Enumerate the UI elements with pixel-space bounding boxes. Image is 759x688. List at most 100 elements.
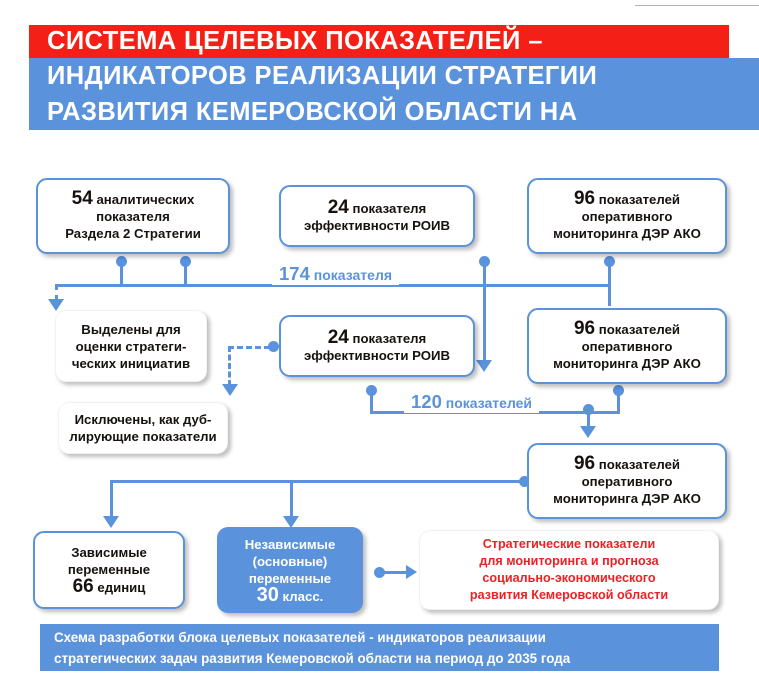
node-96-operational-monitoring-top[interactable]: 96 показателей оперативного мониторинга … xyxy=(527,178,727,254)
connector-bar-174-to-left xyxy=(56,284,122,287)
node-96-mid-label-1: показателей xyxy=(595,322,681,337)
connector-dot-96-bottom-left xyxy=(519,476,530,487)
arrow-down-to-96-bottom xyxy=(580,426,596,438)
node-96-bottom-label-3: мониторинга ДЭР АКО xyxy=(553,491,701,506)
connector-label-174-number: 174 xyxy=(279,263,310,284)
node-highlighted-for-strategic-initiatives[interactable]: Выделены для оценки стратеги- ческих ини… xyxy=(55,310,207,382)
node-96-mid-label-2: оперативного xyxy=(581,339,673,354)
node-dependent-label-2: переменные xyxy=(67,562,151,577)
node-54-analytical-indicators[interactable]: 54 аналитических показателя Раздела 2 Ст… xyxy=(36,178,230,254)
node-96-bottom-label-2: оперативного xyxy=(581,474,673,489)
node-dependent-label-1: Зависимые xyxy=(71,545,147,560)
connector-stem-r1c3 xyxy=(483,261,486,285)
connector-dashed-to-vydeleny xyxy=(55,284,58,301)
node-96-bottom-label-1: показателей xyxy=(595,457,681,472)
node-excluded-duplicating-indicators[interactable]: Исключены, как дуб- лирующие показатели xyxy=(58,402,228,454)
node-isklucheny-label-1: Исключены, как дуб- xyxy=(74,412,212,427)
node-24-top-label-2: эффективности РОИВ xyxy=(303,217,451,233)
node-dependent-variables[interactable]: Зависимые переменные 66 единиц xyxy=(33,531,185,609)
node-96-top-number: 96 xyxy=(573,188,596,209)
node-24-top-label-1: показателя xyxy=(348,200,427,216)
node-independent-label-3: переменные xyxy=(248,570,332,586)
connector-stem-120-down xyxy=(587,411,590,428)
node-vydeleny-label-1: Выделены для xyxy=(81,321,181,337)
node-24-mid-number: 24 xyxy=(327,326,349,348)
node-54-label-1: аналитических xyxy=(92,192,195,207)
connector-dot-174-right xyxy=(604,256,615,267)
title-line-3-text: РАЗВИТИЯ КЕМЕРОВСКОЙ ОБЛАСТИ НА xyxy=(47,97,578,126)
node-24-mid-label-2: эффективности РОИВ xyxy=(303,347,451,363)
connector-stem-r2c2-bottom xyxy=(370,390,373,412)
node-independent-label-4: класс. xyxy=(278,588,324,604)
title-line-2: ИНДИКАТОРОВ РЕАЛИЗАЦИИ СТРАТЕГИИ xyxy=(29,58,759,94)
node-dependent-label-3: единиц xyxy=(93,580,146,595)
node-24-mid-label-1: показателя xyxy=(348,330,427,346)
connector-label-174: 174 показателя xyxy=(272,263,400,285)
connector-dot-r1c3 xyxy=(479,256,490,267)
arrow-down-to-dependent-vars xyxy=(103,516,119,528)
connector-dot-r1c2 xyxy=(180,256,191,267)
connector-dot-r1c1 xyxy=(116,256,127,267)
node-96-top-label-3: мониторинга ДЭР АКО xyxy=(553,226,701,241)
connector-bar-174 xyxy=(120,284,610,287)
node-54-label-3: Раздела 2 Стратегии xyxy=(65,226,201,241)
connector-label-120-number: 120 xyxy=(411,391,442,412)
node-96-top-label-1: показателей xyxy=(595,192,681,207)
node-96-mid-number: 96 xyxy=(573,318,596,339)
node-strategic-label-1: Стратегические показатели xyxy=(482,537,656,551)
connector-stem-174-center-down xyxy=(483,284,486,363)
footer-caption-line-1: Схема разработки блока целевых показател… xyxy=(54,629,546,645)
connector-line-to-strategic xyxy=(380,571,408,574)
node-independent-label-2: (основные) xyxy=(252,553,328,569)
node-strategic-label-2: для мониторинга и прогноза xyxy=(479,554,659,568)
node-strategic-indicators[interactable]: Стратегические показатели для мониторинг… xyxy=(419,530,719,610)
node-96-operational-monitoring-mid[interactable]: 96 показателей оперативного мониторинга … xyxy=(527,308,727,384)
arrow-down-center-174 xyxy=(476,360,492,372)
connector-dot-to-strategic xyxy=(374,567,385,578)
connector-stem-r2c3-bottom xyxy=(617,390,620,412)
node-96-top-label-2: оперативного xyxy=(581,209,673,224)
title-line-3: РАЗВИТИЯ КЕМЕРОВСКОЙ ОБЛАСТИ НА xyxy=(29,94,759,130)
arrow-down-to-independent-vars xyxy=(283,516,299,528)
connector-dashed-elbow-vertical xyxy=(228,346,231,386)
connector-stem-174-right xyxy=(608,261,611,285)
node-96-operational-monitoring-bottom[interactable]: 96 показателей оперативного мониторинга … xyxy=(527,443,727,519)
title-line-1: СИСТЕМА ЦЕЛЕВЫХ ПОКАЗАТЕЛЕЙ – xyxy=(29,25,729,58)
top-divider-rule xyxy=(635,5,759,6)
node-54-number: 54 xyxy=(71,188,93,209)
title-line-2-text: ИНДИКАТОРОВ РЕАЛИЗАЦИИ СТРАТЕГИИ xyxy=(47,61,598,90)
node-96-mid-label-3: мониторинга ДЭР АКО xyxy=(553,356,701,371)
connector-label-120-text: показателей xyxy=(441,395,533,411)
connector-label-120: 120 показателей xyxy=(404,391,540,413)
connector-dot-r2c3-bottom xyxy=(613,385,624,396)
node-isklucheny-label-2: лирующие показатели xyxy=(69,429,217,444)
connector-bracket-drop-mid xyxy=(290,480,293,518)
node-dependent-number: 66 xyxy=(72,576,94,597)
node-independent-variables[interactable]: Независимые (основные) переменные 30 кла… xyxy=(217,527,363,613)
node-54-label-2: показателя xyxy=(96,209,170,224)
node-24-roiv-efficiency-top[interactable]: 24 показателя эффективности РОИВ xyxy=(279,185,475,247)
node-24-top-number: 24 xyxy=(327,196,349,218)
connector-stem-r1c2-left xyxy=(184,261,187,285)
node-strategic-label-4: развития Кемеровской области xyxy=(469,588,669,602)
connector-dashed-elbow-horizontal xyxy=(228,346,270,349)
node-strategic-label-3: социально-экономического xyxy=(482,571,656,585)
connector-bracket-drop-left xyxy=(110,480,113,518)
arrow-down-dashed-elbow xyxy=(222,384,238,396)
connector-dot-r2c2-bottom xyxy=(366,385,377,396)
connector-stem-174-down-right xyxy=(608,284,611,306)
node-24-roiv-efficiency-mid[interactable]: 24 показателя эффективности РОИВ xyxy=(279,315,475,377)
arrow-down-to-vydeleny xyxy=(48,299,64,311)
node-vydeleny-label-2: оценки стратеги- xyxy=(75,338,187,354)
connector-dot-r2c2-left xyxy=(268,341,279,352)
footer-caption: Схема разработки блока целевых показател… xyxy=(40,624,719,671)
title-line-1-text: СИСТЕМА ЦЕЛЕВЫХ ПОКАЗАТЕЛЕЙ – xyxy=(47,27,543,55)
connector-stem-r1c1 xyxy=(120,261,123,285)
connector-bracket-to-left xyxy=(110,480,525,483)
footer-caption-line-2: стратегических задач развития Кемеровско… xyxy=(54,650,571,666)
node-vydeleny-label-3: ческих инициатив xyxy=(71,355,191,371)
node-independent-number: 30 xyxy=(256,583,279,606)
node-independent-label-1: Независимые xyxy=(244,536,336,552)
arrow-right-to-strategic xyxy=(406,565,417,579)
